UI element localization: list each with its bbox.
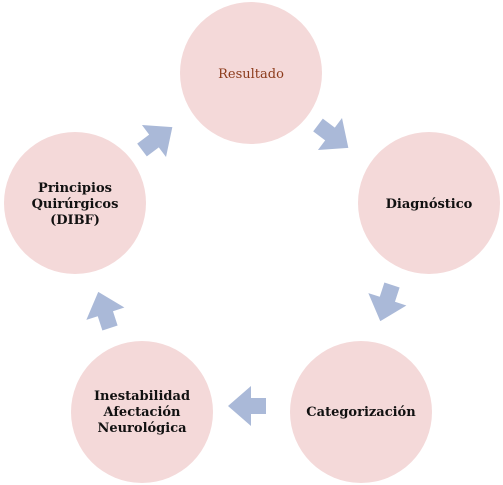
node-circle [358, 132, 500, 274]
node-categorizacion: Categorización [290, 341, 432, 483]
node-circle [4, 132, 146, 274]
label-line: Resultado [218, 67, 284, 82]
node-label-diagnostico: Diagnóstico [386, 197, 473, 212]
node-resultado: Resultado [180, 2, 322, 144]
label-line: Afectación [102, 405, 181, 420]
node-label-categorizacion: Categorización [306, 405, 416, 420]
label-line: Principios [38, 181, 112, 196]
label-line: Inestabilidad [94, 389, 190, 404]
label-line: Diagnóstico [386, 197, 473, 212]
label-line: Quirúrgicos [32, 197, 119, 212]
label-line: Categorización [306, 405, 416, 420]
arrow-categorizacion-to-inestabilidad [228, 386, 266, 426]
node-circle [180, 2, 322, 144]
arrow-layer [86, 118, 407, 426]
arrow-inestabilidad-to-principios [86, 291, 125, 331]
arrow-diagnostico-to-categorizacion [368, 282, 407, 322]
label-line: Neurológica [97, 421, 187, 436]
node-label-resultado: Resultado [218, 67, 284, 82]
label-line: (DIBF) [50, 213, 100, 228]
node-circle [71, 341, 213, 483]
node-circle [290, 341, 432, 483]
node-diagnostico: Diagnóstico [358, 132, 500, 274]
arrow-principios-to-resultado [137, 125, 173, 157]
arrow-resultado-to-diagnostico [313, 118, 349, 150]
